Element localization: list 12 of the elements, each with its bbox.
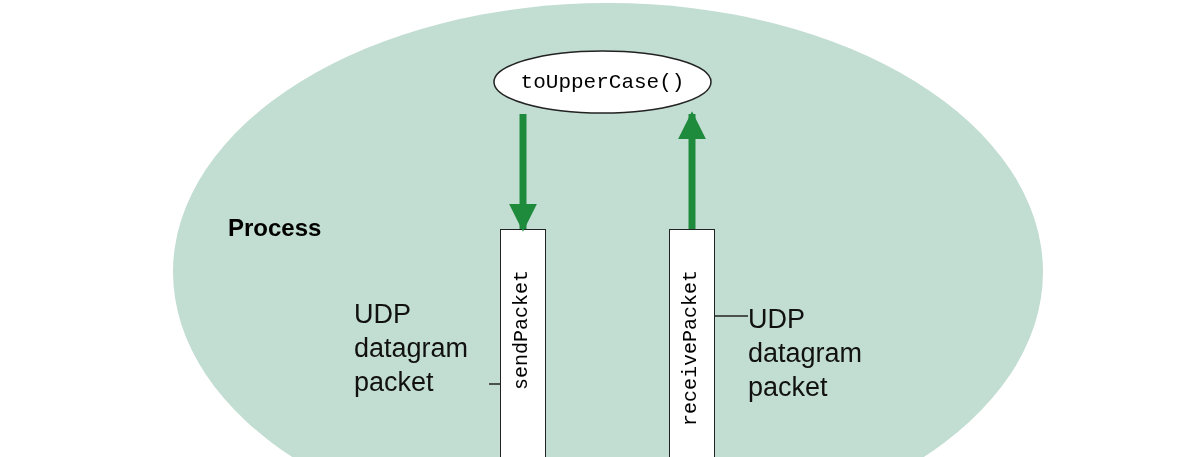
socket-bar	[669, 229, 715, 457]
leader-line	[488, 383, 501, 385]
socket-bar	[500, 229, 546, 457]
packet-label: UDP datagram packet	[354, 297, 489, 401]
arrow	[509, 114, 537, 232]
socket-label: receivePacket	[679, 270, 702, 427]
leader-line	[714, 315, 749, 317]
process-label: Process	[228, 214, 322, 242]
packet-label: UDP datagram packet	[748, 302, 888, 406]
arrow	[678, 111, 706, 229]
socket-label: sendPacket	[510, 270, 533, 391]
method-name: toUpperCase()	[520, 70, 685, 94]
